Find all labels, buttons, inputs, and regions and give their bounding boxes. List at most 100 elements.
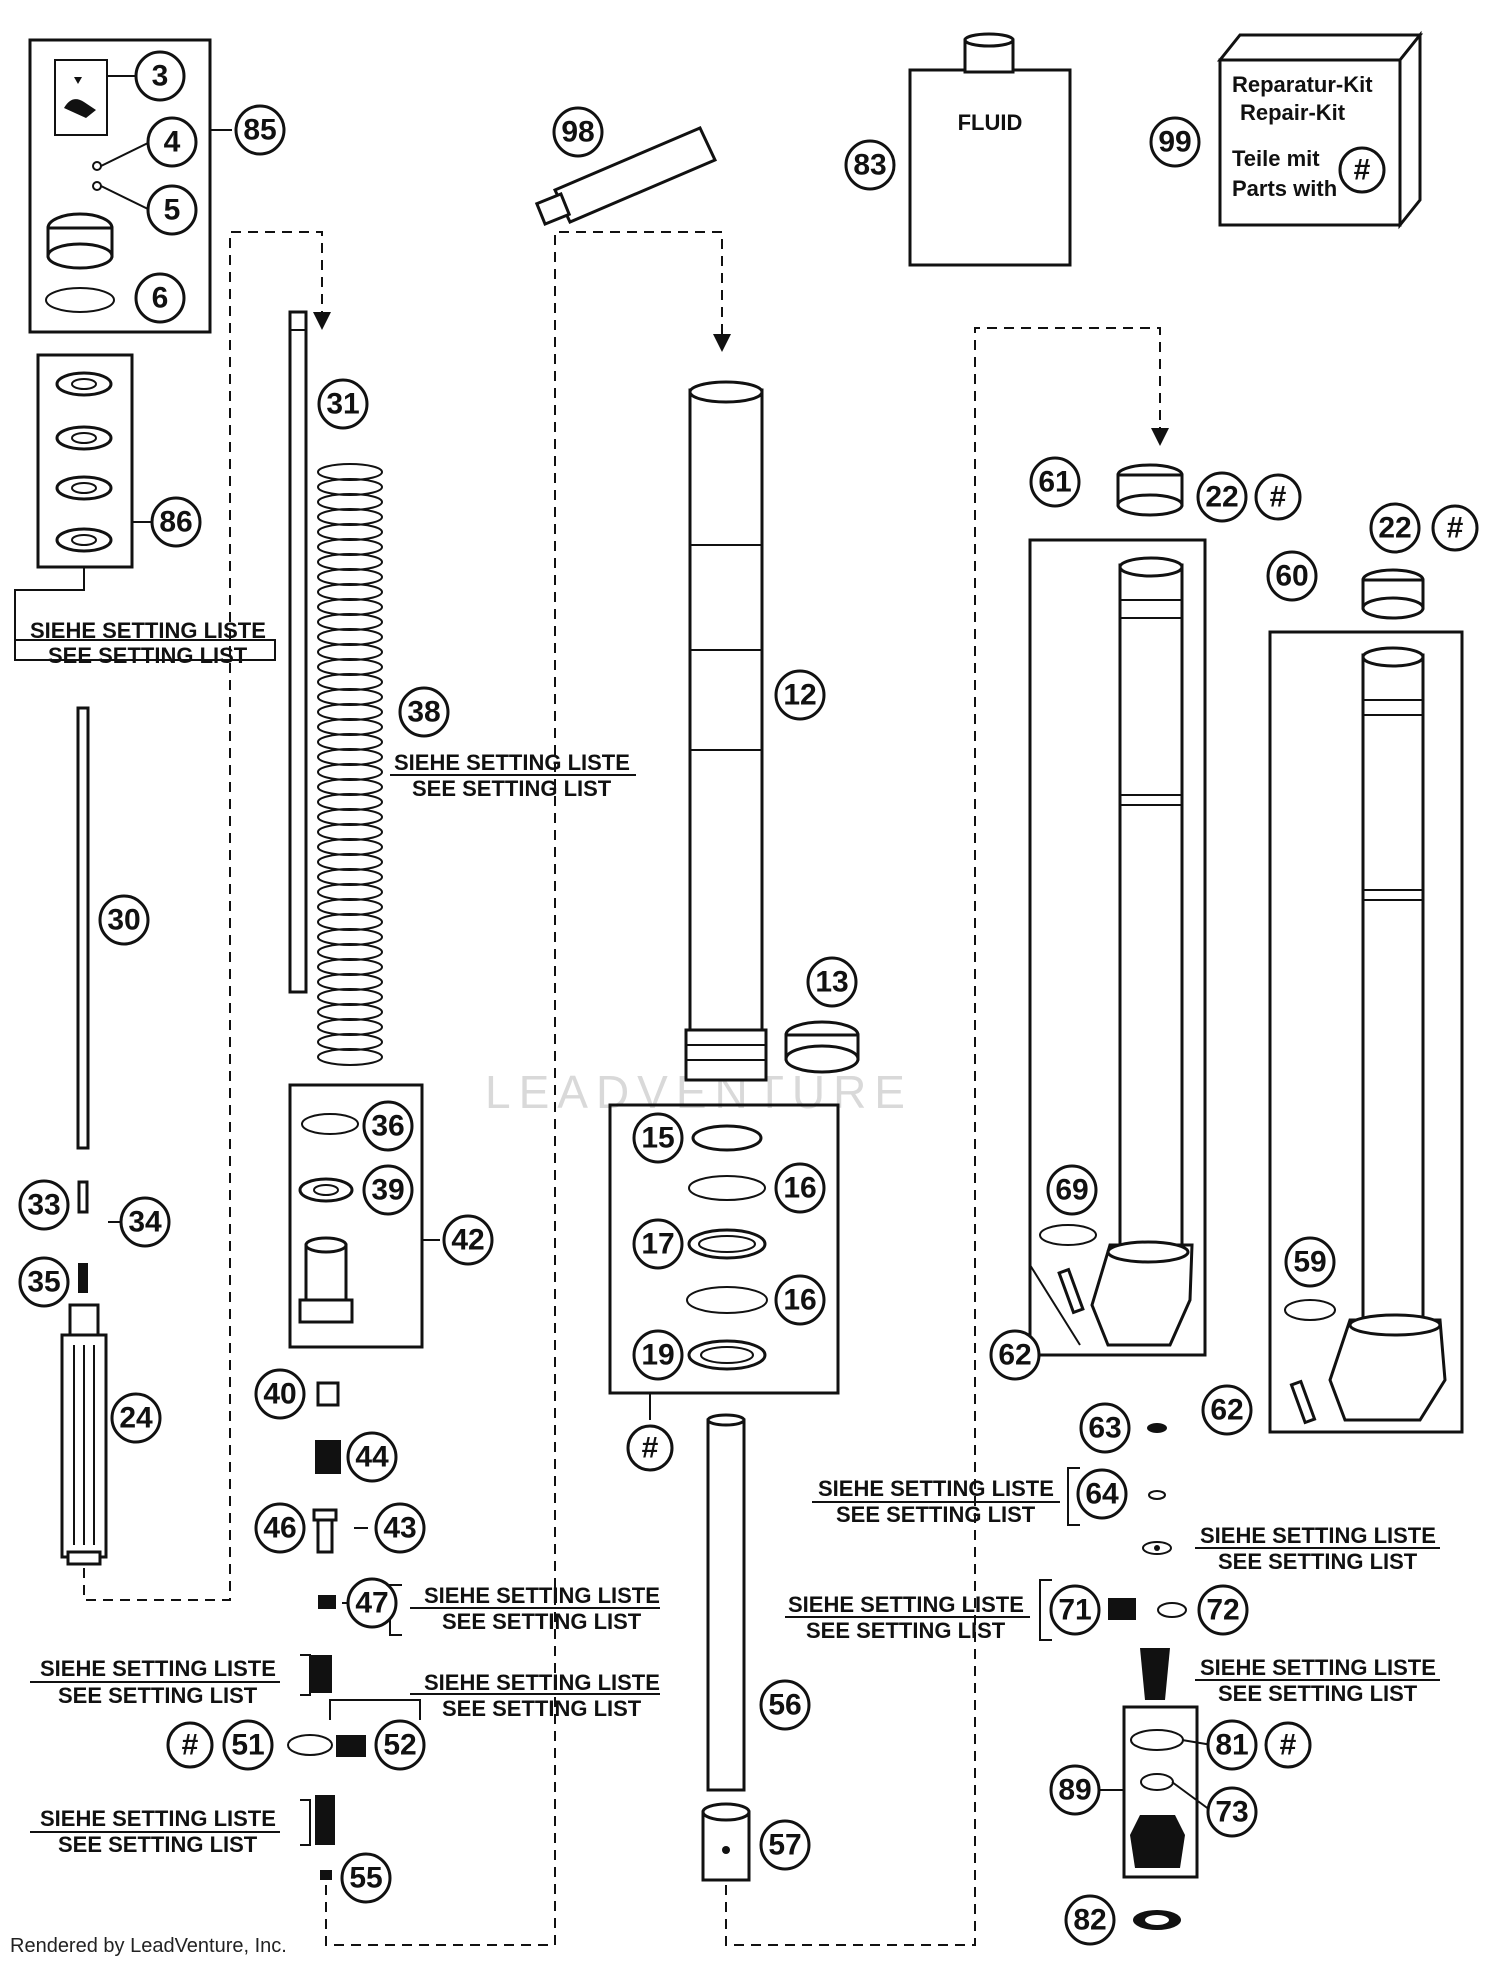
spring-coil [317,688,383,706]
callout-62: 62 [989,1329,1041,1381]
spring-coil [317,628,383,646]
spring-coil [317,853,383,871]
callout-circle [759,1819,811,1871]
callout-circle [632,1329,684,1381]
callout-number: 52 [383,1729,416,1762]
setting-label-en: SEE SETTING LIST [442,1696,642,1721]
setting-label-en: SEE SETTING LIST [412,776,612,801]
callout-number: 19 [641,1339,674,1372]
setting-label-de: SIEHE SETTING LISTE [424,1670,660,1695]
callout-17: 17 [632,1218,684,1270]
callout-circle [374,1719,426,1771]
repair-kit-symbol: # [1354,154,1371,187]
spring-coil [317,583,383,601]
callout-circle [146,184,198,236]
callout-circle [1197,1584,1249,1636]
spring-coil [317,1018,383,1036]
callout-circle [632,1218,684,1270]
callout-24: 24 [110,1392,162,1444]
hash-marker: # [626,1424,674,1472]
fluid-label: FLUID [958,110,1023,135]
callout-circle [18,1179,70,1231]
callout-46: 46 [254,1502,306,1554]
spring-coil [317,598,383,616]
callout-12: 12 [774,669,826,721]
callout-number: 72 [1206,1594,1239,1627]
callout-circle [134,272,186,324]
hash-marker: # [1254,473,1302,521]
callout-number: 39 [371,1174,404,1207]
part-22-ring-right [1361,568,1425,620]
spring-coil [317,523,383,541]
callout-circle [774,1162,826,1214]
callout-circle [844,139,896,191]
callout-number: 38 [407,696,440,729]
part-56-tube [706,1413,746,1792]
callout-4: 4 [146,116,198,168]
callout-number: 89 [1058,1774,1091,1807]
repair-kit-line2: Repair-Kit [1240,100,1346,125]
callout-circle [1064,1894,1116,1946]
callout-3: 3 [134,50,186,102]
callout-circle [317,378,369,430]
callout-86: 86 [150,496,202,548]
callout-57: 57 [759,1819,811,1871]
callout-circle [362,1164,414,1216]
callout-number: 51 [231,1729,264,1762]
spring-coil [317,808,383,826]
callout-number: 59 [1293,1246,1326,1279]
callout-number: 83 [853,149,886,182]
callout-circle [1029,456,1081,508]
callout-38: 38 [398,686,450,738]
callout-circle [632,1112,684,1164]
parts-63-82 [1108,1423,1199,1930]
callout-61: 61 [1029,456,1081,508]
callout-circle [774,1274,826,1326]
callout-circle [774,669,826,721]
setting-label-en: SEE SETTING LIST [836,1502,1036,1527]
spring-coil [317,733,383,751]
callout-circle [222,1719,274,1771]
spring-coil [317,1003,383,1021]
setting-label-de: SIEHE SETTING LISTE [818,1476,1054,1501]
callout-circle [1369,502,1421,554]
callout-number: 69 [1055,1174,1088,1207]
part-83-fluid-can [908,32,1072,267]
callout-40: 40 [254,1368,306,1420]
setting-labels: SIEHE SETTING LISTE SEE SETTING LIST SIE… [30,618,1436,1857]
callout-circle [134,50,186,102]
callout-number: 24 [119,1402,153,1435]
spring-coil [317,568,383,586]
spring-coil [317,613,383,631]
callout-number: 85 [243,114,276,147]
part-group-60 [1268,630,1464,1434]
callout-circle [806,956,858,1008]
callout-number: 17 [641,1228,674,1261]
callout-circle [989,1329,1041,1381]
callout-19: 19 [632,1329,684,1381]
setting-label-en: SEE SETTING LIST [58,1683,258,1708]
spring-coil [317,793,383,811]
callout-circle [1284,1236,1336,1288]
callout-circle [398,686,450,738]
callout-99: 99 [1149,116,1201,168]
callout-number: 22 [1205,481,1238,514]
setting-label-de: SIEHE SETTING LISTE [40,1806,276,1831]
callout-89: 89 [1049,1764,1101,1816]
callout-47: 47 [346,1577,398,1629]
callout-circle [1196,471,1248,523]
part-12-tube [684,380,768,1082]
callout-circle [1076,1468,1128,1520]
part-57-sleeve [701,1802,751,1882]
part-30-rod [76,706,90,1150]
setting-label-en: SEE SETTING LIST [1218,1681,1418,1706]
callout-circle [1266,550,1318,602]
callout-number: 3 [152,60,169,93]
callout-number: 44 [355,1441,389,1474]
parts-40-55 [287,1381,368,1880]
setting-label-de: SIEHE SETTING LISTE [424,1583,660,1608]
callout-71: 71 [1049,1584,1101,1636]
callout-number: 5 [164,194,181,227]
callout-number: 12 [783,679,816,712]
